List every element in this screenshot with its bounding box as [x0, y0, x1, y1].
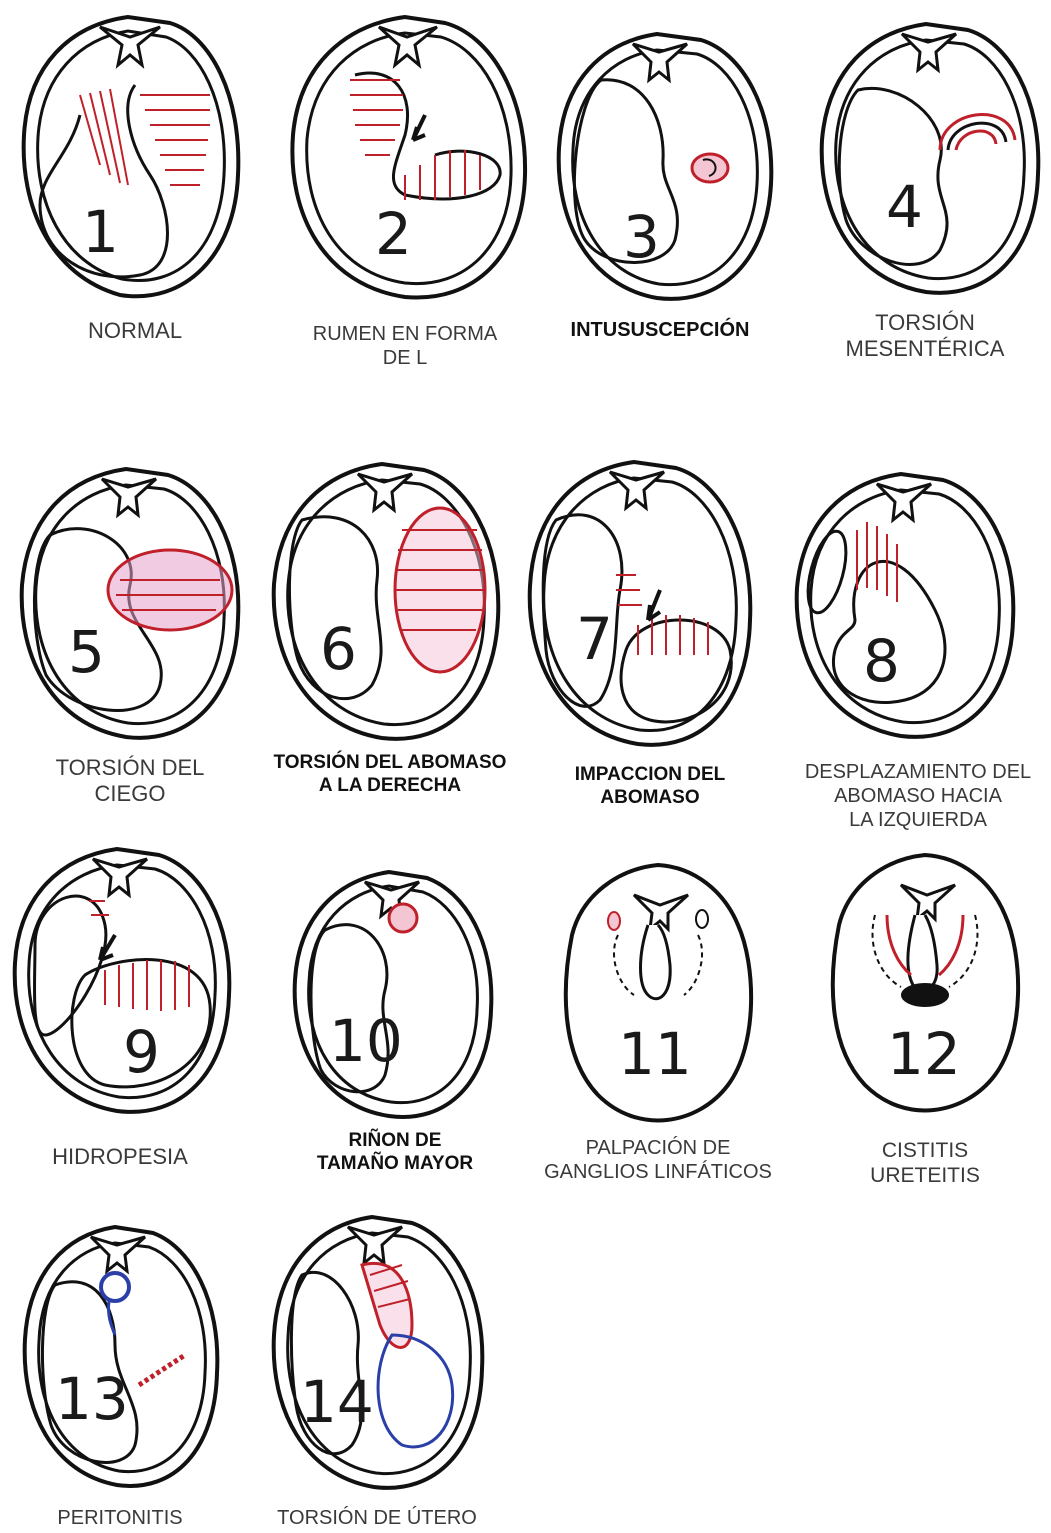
kidney-marker: [389, 904, 417, 932]
panel-number: 9: [123, 1023, 160, 1081]
cross-section-cecal-torsion: [10, 455, 250, 750]
panel-number: 12: [887, 1025, 961, 1083]
panel-1: 1: [10, 5, 250, 305]
panel-caption: TORSIÓN DEL ABOMASO A LA DERECHA: [245, 752, 535, 798]
distended-cecum: [108, 550, 232, 630]
cross-section-enlarged-kidney: [285, 860, 500, 1130]
panel-number: 6: [320, 620, 357, 678]
panel-caption: TORSIÓN DE ÚTERO: [262, 1506, 492, 1530]
panel-13: 13: [15, 1215, 225, 1500]
panel-number: 5: [68, 623, 105, 681]
panel-caption: RIÑON DE TAMAÑO MAYOR: [290, 1130, 500, 1176]
panel-3: 3: [545, 20, 785, 310]
panel-number: 7: [576, 610, 613, 668]
cross-section-right-abomasal-torsion: [262, 450, 512, 750]
cross-section-uterine-torsion: [262, 1205, 492, 1500]
panel-12: 12: [815, 845, 1035, 1125]
panel-caption: TORSIÓN MESENTÉRICA: [810, 310, 1040, 363]
panel-number: 3: [623, 208, 660, 266]
panel-number: 13: [55, 1370, 129, 1428]
panel-caption: PERITONITIS: [15, 1506, 225, 1530]
panel-caption: CISTITIS URETEITIS: [815, 1138, 1035, 1188]
panel-caption: TORSIÓN DEL CIEGO: [20, 755, 240, 808]
panel-number: 1: [82, 203, 119, 261]
panel-14: 14: [262, 1205, 492, 1500]
panel-10: 10: [285, 860, 500, 1130]
panel-5: 5: [10, 455, 250, 750]
lesion-marker: [692, 154, 728, 182]
cross-section-abomasal-impaction: [520, 450, 760, 755]
panel-9: 9: [5, 835, 240, 1125]
panel-caption: NORMAL: [30, 318, 240, 344]
panel-6: 6: [262, 450, 512, 750]
cross-section-peritonitis: [15, 1215, 225, 1500]
cross-section-left-displaced-abomasum: [785, 460, 1025, 750]
panel-number: 4: [886, 178, 923, 236]
panel-11: 11: [548, 855, 768, 1130]
panel-number: 8: [863, 632, 900, 690]
panel-4: 4: [810, 10, 1050, 305]
panel-7: 7: [520, 450, 760, 755]
cross-section-normal: [10, 5, 250, 305]
panel-caption: RUMEN EN FORMA DE L: [290, 322, 520, 370]
cross-section-lymph-nodes: [548, 855, 768, 1130]
panel-number: 14: [300, 1373, 374, 1431]
panel-number: 10: [329, 1012, 403, 1070]
panel-caption: INTUSUSCEPCIÓN: [545, 318, 775, 342]
panel-number: 11: [618, 1025, 692, 1083]
panel-caption: IMPACCION DEL ABOMASO: [540, 764, 760, 810]
cross-section-mesenteric-torsion: [810, 10, 1050, 305]
bladder: [901, 983, 949, 1007]
panel-caption: PALPACIÓN DE GANGLIOS LINFÁTICOS: [528, 1136, 788, 1184]
panel-caption: DESPLAZAMIENTO DEL ABOMASO HACIA LA IZQU…: [785, 760, 1051, 832]
cross-section-intussusception: [545, 20, 785, 310]
panel-caption: HIDROPESIA: [10, 1144, 230, 1170]
panel-8: 8: [785, 460, 1025, 750]
panel-number: 2: [375, 205, 412, 263]
panel-2: 2: [275, 5, 535, 305]
